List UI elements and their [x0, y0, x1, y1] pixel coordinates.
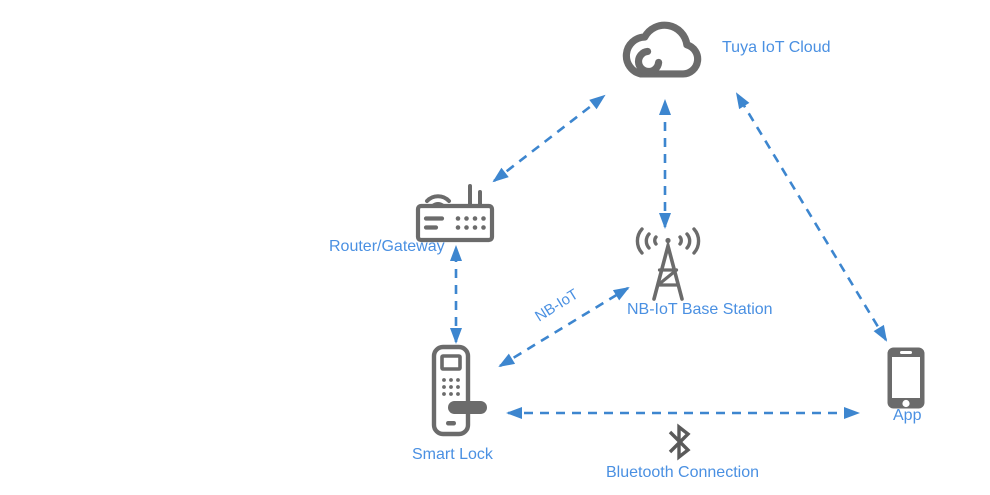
bluetooth-icon: [664, 421, 694, 463]
bluetooth-edge-label: Bluetooth Connection: [606, 464, 759, 481]
antenna-tower-icon: [626, 226, 710, 302]
base-station-label: NB-IoT Base Station: [627, 301, 773, 318]
cloud-label: Tuya IoT Cloud: [722, 39, 831, 56]
edge-cloud-router: [492, 94, 606, 183]
router-icon: [410, 178, 498, 244]
cloud-icon: [615, 10, 707, 90]
smart-lock-icon: [426, 344, 490, 438]
smartphone-icon: [886, 346, 926, 410]
app-label: App: [893, 407, 922, 424]
router-label: Router/Gateway: [329, 238, 445, 255]
edge-smartlock-basestation: [498, 286, 630, 368]
smart-lock-label: Smart Lock: [412, 446, 493, 463]
